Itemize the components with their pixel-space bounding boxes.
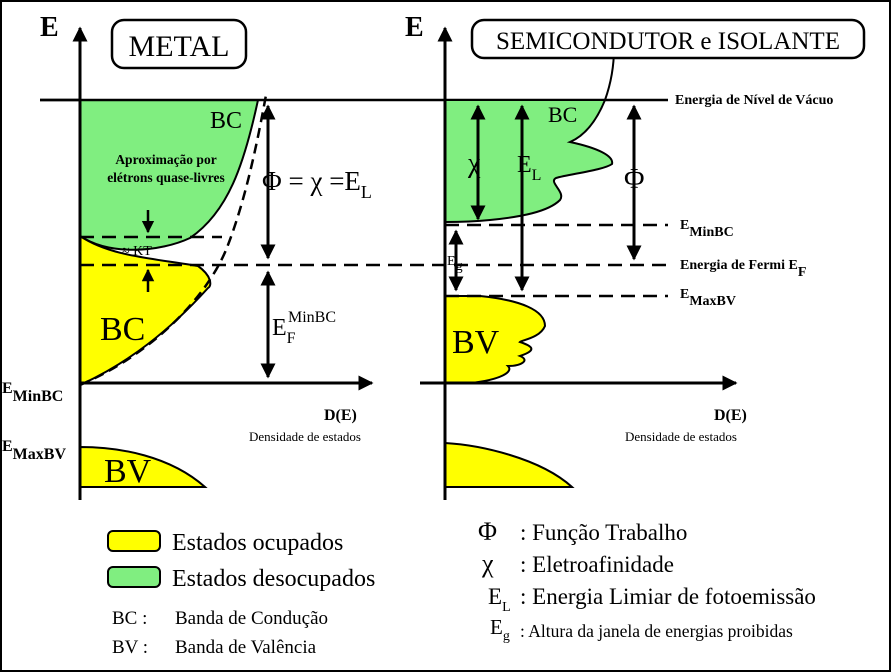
- metal-emax-label: EMaxBV: [2, 438, 66, 463]
- semi-bv-label: BV: [452, 324, 500, 361]
- legend-unoccupied-label: Estados desocupados: [172, 566, 375, 592]
- semi-eg-label: Eg: [447, 254, 463, 274]
- legend-bv-abbr: BV :: [112, 637, 148, 658]
- metal-title-box: [110, 18, 248, 70]
- level-labels: Energia de Nível de Vácuo EMinBC Energia…: [675, 93, 833, 309]
- metal-panel: METAL E BC Aproximação por elétrons quas…: [2, 12, 668, 500]
- metal-ef-superscript: MinBC: [288, 309, 336, 326]
- metal-dos-label: D(E): [324, 407, 357, 424]
- semi-energy-axis-label: E: [405, 12, 424, 43]
- semi-el-label: EL: [517, 152, 541, 184]
- fermi-level-label: Energia de Fermi EF: [680, 258, 806, 280]
- legend-occupied-label: Estados ocupados: [172, 530, 343, 556]
- semi-dos-label: D(E): [714, 407, 747, 424]
- metal-energy-axis-label: E: [40, 12, 59, 43]
- legend-phi-text: : Função Trabalho: [520, 520, 687, 545]
- semi-dos-caption: Densidade de estados: [625, 429, 737, 444]
- legend-chi-text: : Eletroafinidade: [520, 552, 674, 577]
- legend-occupied-swatch: [107, 530, 161, 552]
- semi-lower-bv-region: [444, 441, 575, 488]
- metal-bv-region: [79, 445, 208, 488]
- metal-bc-filled-label: BC: [100, 311, 145, 348]
- semi-bc-label: BC: [548, 102, 577, 127]
- semi-title-box: [470, 18, 866, 60]
- legend-el-text: : Energia Limiar de fotoemissão: [520, 584, 816, 609]
- metal-ef-label: EF: [272, 315, 296, 347]
- metal-phi-equation: Φ = χ =EL: [262, 166, 372, 202]
- legend-bv-text: Banda de Valência: [175, 637, 317, 658]
- free-electron-line1: Aproximação por: [115, 152, 216, 167]
- legend-chi-symbol: χ: [481, 549, 494, 578]
- metal-dos-caption: Densidade de estados: [249, 429, 361, 444]
- semi-title: SEMICONDUTOR e ISOLANTE: [496, 28, 840, 55]
- free-electron-line2: elétrons quase-livres: [107, 170, 225, 185]
- semi-phi-label: Φ: [624, 164, 644, 195]
- legend-eg-symbol: Eg: [490, 615, 510, 644]
- legend-phi-symbol: Φ: [478, 517, 497, 546]
- metal-emin-label: EMinBC: [2, 380, 63, 405]
- legend: Estados ocupados Estados desocupados BC …: [107, 517, 816, 658]
- metal-bv-label: BV: [104, 453, 152, 490]
- emax-bv-level-label: EMaxBV: [680, 287, 736, 309]
- semiconductor-panel: SEMICONDUTOR e ISOLANTE E BC χ EL Φ Eg B…: [405, 12, 866, 500]
- legend-bc-abbr: BC :: [112, 608, 147, 629]
- legend-bc-text: Banda de Condução: [175, 608, 328, 629]
- metal-dos-dashed-curve: [79, 94, 268, 387]
- semi-bv-region: [444, 295, 547, 384]
- legend-unoccupied-swatch: [107, 566, 161, 588]
- emin-bc-level-label: EMinBC: [680, 218, 734, 240]
- vacuum-level-label: Energia de Nível de Vácuo: [675, 93, 833, 108]
- metal-bc-top-label: BC: [210, 108, 242, 134]
- legend-eg-text: : Altura da janela de energias proibidas: [520, 621, 793, 641]
- semi-chi-label: χ: [467, 148, 481, 179]
- kt-label: ≈ KT: [122, 244, 152, 259]
- legend-el-symbol: EL: [488, 584, 511, 615]
- metal-title: METAL: [129, 30, 230, 63]
